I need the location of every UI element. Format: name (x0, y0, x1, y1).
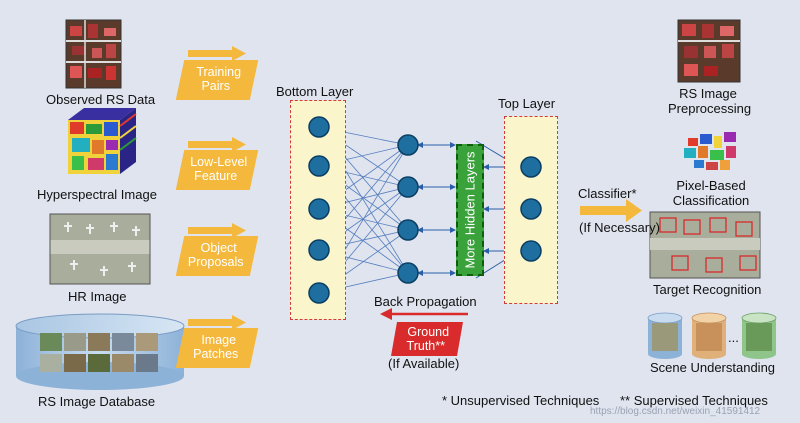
hyperspectral-cube-thumbnail (68, 108, 137, 174)
top-node (520, 198, 542, 220)
hidden-node (397, 219, 419, 241)
top-node (520, 240, 542, 262)
top-node (520, 156, 542, 178)
scene-understanding-label: Scene Understanding (650, 360, 776, 375)
hidden-node (397, 262, 419, 284)
ground-truth-line: Truth** (406, 339, 445, 353)
pixel-classification-thumbnail (684, 132, 736, 170)
tag-line: Image (201, 333, 237, 347)
watermark: https://blog.csdn.net/weixin_41591412 (590, 406, 761, 417)
observed-rs-label: Observed RS Data (46, 92, 156, 107)
object-proposals-tag: Object Proposals (175, 236, 259, 276)
bottom-layer-label: Bottom Layer (276, 84, 354, 99)
rs-preprocessing-label: RS Image Preprocessing (668, 86, 752, 116)
bottom-node (308, 155, 330, 177)
image-patches-tag: Image Patches (175, 328, 259, 368)
if-available-label: (If Available) (388, 356, 460, 371)
hidden-node (397, 134, 419, 156)
ground-truth-line: Ground (407, 325, 450, 339)
bottom-node (308, 282, 330, 304)
target-recognition-label: Target Recognition (653, 282, 762, 297)
tag-line: Object (200, 241, 237, 255)
bottom-node (308, 239, 330, 261)
tag-line: Feature (194, 169, 238, 183)
label-line: Preprocessing (668, 101, 752, 116)
observed-rs-thumbnail (65, 19, 122, 89)
tag-line: Proposals (187, 255, 244, 269)
hr-image-thumbnail (49, 213, 151, 285)
rs-database-label: RS Image Database (38, 394, 156, 409)
supervised-footnote: ** Supervised Techniques (620, 393, 768, 408)
back-propagation-arrow (380, 308, 468, 320)
hidden-node (397, 176, 419, 198)
back-propagation-label: Back Propagation (374, 294, 477, 309)
pixel-classification-label: Pixel-Based Classification (666, 178, 756, 208)
rs-database-cylinder (15, 313, 185, 390)
ground-truth-tag: Ground Truth** (391, 322, 463, 356)
classifier-arrow (580, 199, 642, 222)
classifier-label: Classifier* (578, 186, 637, 201)
hyperspectral-label: Hyperspectral Image (37, 187, 157, 202)
tag-line: Patches (193, 347, 239, 361)
tag-line: Pairs (201, 79, 230, 93)
target-recognition-thumbnail (649, 211, 761, 279)
bottom-node (308, 116, 330, 138)
unsupervised-footnote: * Unsupervised Techniques (442, 393, 600, 408)
training-pairs-tag: Training Pairs (175, 60, 259, 100)
tag-line: Low-Level (190, 155, 248, 169)
label-line: RS Image (679, 86, 737, 101)
label-line: Classification (672, 193, 750, 208)
more-hidden-layers-box: More Hidden Layers (456, 144, 484, 276)
label-line: Pixel-Based (676, 178, 746, 193)
input-arrows (188, 46, 246, 330)
hr-image-label: HR Image (68, 289, 127, 304)
tag-line: Training (196, 65, 242, 79)
bottom-node (308, 198, 330, 220)
low-level-feature-tag: Low-Level Feature (175, 150, 259, 190)
scene-cylinders (647, 312, 777, 359)
rs-preprocessing-thumbnail (677, 19, 741, 83)
scene-ellipsis: ... (728, 330, 739, 345)
classifier-condition-label: (If Necessary) (579, 220, 660, 235)
top-layer-label: Top Layer (498, 96, 556, 111)
